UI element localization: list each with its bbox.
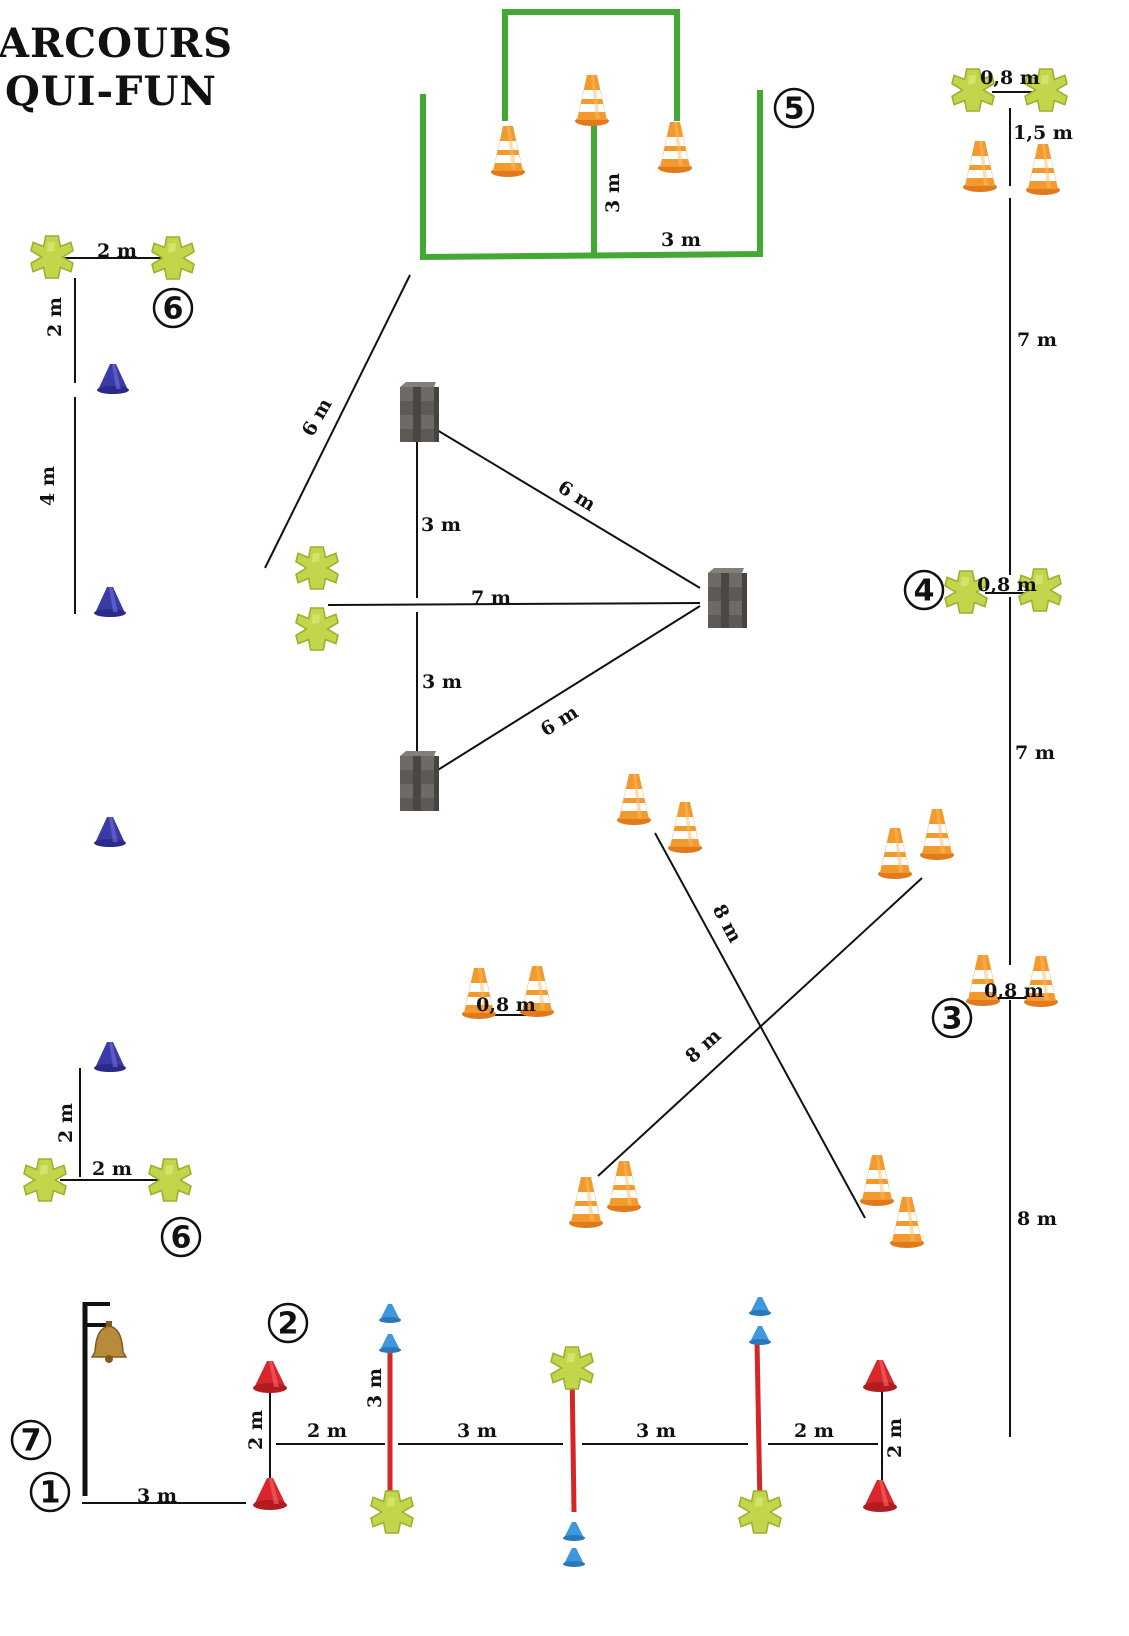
distance-label-s6top-long: 4 m [37, 466, 59, 506]
marker-cone-icon [253, 1361, 287, 1393]
distance-label-tri-base: 7 m [471, 587, 511, 609]
svg-text:6: 6 [163, 292, 184, 327]
station-number-icon: 3 [931, 997, 973, 1039]
cross-block-icon [23, 1158, 67, 1202]
cross-block-icon [738, 1490, 782, 1534]
svg-text:2: 2 [278, 1307, 299, 1342]
traffic-cone-icon [920, 809, 954, 860]
distance-label-bottom-s1: 2 m [307, 1420, 347, 1442]
station-number-icon: 4 [903, 569, 945, 611]
traffic-cone-icon [963, 141, 997, 192]
stone-pillar-icon [400, 751, 439, 811]
marker-cone-icon [563, 1548, 585, 1567]
marker-cone-icon [863, 1360, 897, 1392]
marker-cone-icon [94, 587, 126, 617]
measure-lines [60, 91, 1035, 1504]
marker-cone-icon [863, 1480, 897, 1512]
cross-block-icon [370, 1490, 414, 1534]
distance-label-tri-lower: 3 m [422, 671, 462, 693]
distance-label-bottom-h2: 2 m [884, 1418, 906, 1458]
station-markers: 1 2 3 4 5 6 6 7 [10, 87, 973, 1513]
marker-cone-icon [94, 817, 126, 847]
distance-label-bottom-s2: 3 m [457, 1420, 497, 1442]
svg-text:1: 1 [40, 1476, 61, 1511]
distance-label-s5-height: 3 m [602, 173, 624, 213]
marker-cone-icon [749, 1326, 771, 1345]
traffic-cone-icon [658, 122, 692, 173]
traffic-cone-icon [617, 774, 651, 825]
marker-cone-icon [379, 1334, 401, 1353]
marker-cone-icon [253, 1478, 287, 1510]
station-number-icon: 5 [773, 87, 815, 129]
distance-label-s6top-gap: 2 m [44, 297, 66, 337]
distance-label-right-7m-b: 7 m [1015, 742, 1055, 764]
distance-label-slalom-b: 8 m [681, 1025, 725, 1068]
distance-label-s6bot-width: 2 m [92, 1158, 132, 1180]
traffic-cone-icon [890, 1197, 924, 1248]
title-line-2: QUI-FUN [5, 68, 217, 115]
red-poles [387, 1339, 763, 1513]
station-number-icon: 6 [160, 1216, 202, 1258]
svg-text:7: 7 [21, 1424, 42, 1459]
marker-cone-icon [563, 1522, 585, 1541]
distance-label-tri-upper: 3 m [421, 514, 461, 536]
distance-label-s5-width: 3 m [661, 229, 701, 251]
distance-label-s6bot-gap: 2 m [55, 1103, 77, 1143]
distance-label-right-top-gap: 1,5 m [1013, 122, 1073, 144]
distance-label-s4-gate: 0,8 m [977, 574, 1037, 596]
distance-labels: 3 m3 m6 m3 m3 m6 m6 m7 m2 m2 m4 m2 m2 m8… [37, 67, 1073, 1507]
marker-cone-icon [749, 1297, 771, 1316]
traffic-cone-icon [575, 75, 609, 126]
svg-text:5: 5 [784, 92, 805, 127]
cross-block-icon [295, 607, 339, 651]
marker-cone-icon [97, 364, 129, 394]
distance-label-bottom-h1: 2 m [245, 1410, 267, 1450]
distance-label-tri-side-top: 6 m [554, 476, 600, 516]
distance-label-right-8m: 8 m [1017, 1208, 1057, 1230]
green-fence [420, 9, 763, 261]
distance-label-bottom-s4: 2 m [794, 1420, 834, 1442]
stone-pillar-icon [708, 568, 747, 628]
cross-block-icon [295, 546, 339, 590]
svg-text:3: 3 [942, 1002, 963, 1037]
svg-text:6: 6 [171, 1221, 192, 1256]
stone-pillar-icon [400, 382, 439, 442]
traffic-cone-icon [1026, 144, 1060, 195]
distance-label-right-top-width: 0,8 m [980, 67, 1040, 89]
bell-icon [90, 1321, 128, 1363]
station-number-icon: 1 [29, 1471, 71, 1513]
station-number-icon: 6 [152, 287, 194, 329]
distance-label-s3-gate: 0,8 m [984, 980, 1044, 1002]
title-line-1: ARCOURS [0, 20, 233, 67]
marker-cone-icon [94, 1042, 126, 1072]
distance-label-tri-side-bottom: 6 m [537, 701, 583, 741]
traffic-cone-icon [607, 1161, 641, 1212]
distance-label-s6top-width: 2 m [97, 240, 137, 262]
distance-label-bottom-start: 3 m [137, 1485, 177, 1507]
distance-label-right-7m-a: 7 m [1017, 329, 1057, 351]
traffic-cone-icon [491, 126, 525, 177]
svg-text:4: 4 [914, 574, 935, 609]
distance-label-center-gate: 0,8 m [476, 994, 536, 1016]
station-number-icon: 7 [10, 1419, 52, 1461]
cross-block-icon [550, 1346, 594, 1390]
traffic-cone-icon [569, 1177, 603, 1228]
traffic-cone-icon [668, 802, 702, 853]
traffic-cone-icon [878, 828, 912, 879]
traffic-cone-icon [860, 1155, 894, 1206]
distance-label-bottom-s3: 3 m [636, 1420, 676, 1442]
course-objects [23, 68, 1068, 1567]
station-number-icon: 2 [267, 1302, 309, 1344]
distance-label-bottom-pole: 3 m [364, 1368, 386, 1408]
marker-cone-icon [379, 1304, 401, 1323]
